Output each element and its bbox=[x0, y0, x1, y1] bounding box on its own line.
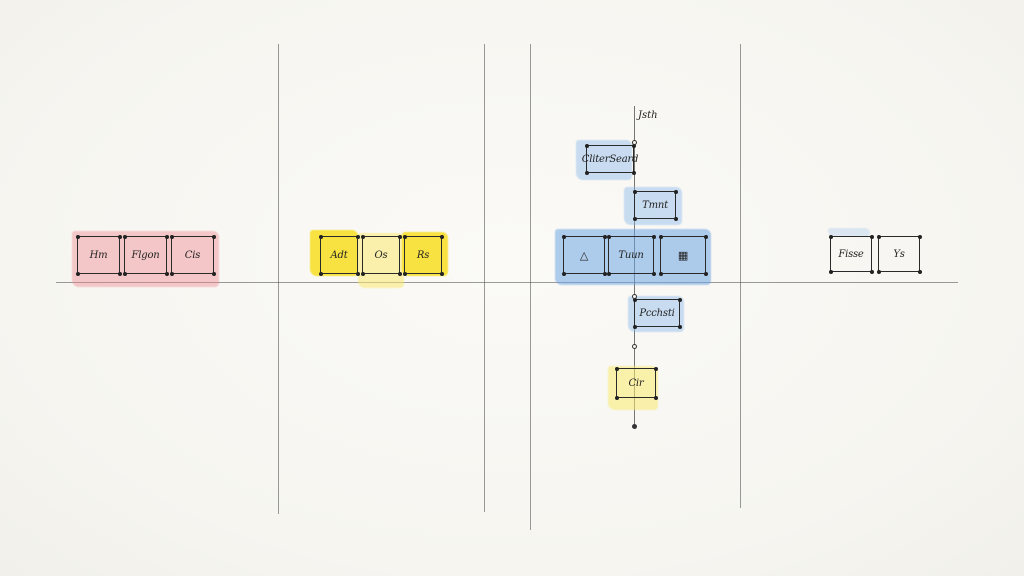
yellow-box-2-label: Os bbox=[374, 249, 388, 261]
blue-box-middle-label: Tuun bbox=[618, 249, 644, 261]
timeline-label: Jsth bbox=[638, 110, 658, 121]
blue-box-top-1[interactable]: CliterSeard bbox=[582, 143, 638, 175]
column-divider-1 bbox=[278, 44, 279, 514]
yellow-box-3-label: Rs bbox=[416, 249, 430, 261]
timeline-yellow-box-label: Cir bbox=[628, 377, 644, 389]
pink-wash bbox=[72, 231, 219, 287]
blue-box-below[interactable]: Pcchsti bbox=[632, 297, 682, 329]
blue-box-icon-right[interactable]: ▦ bbox=[658, 234, 708, 276]
blue-box-icon-left[interactable]: △ bbox=[561, 234, 607, 276]
blue-box-top-1-label: CliterSeard bbox=[581, 153, 639, 165]
right-box-1-label: Fisse bbox=[838, 248, 864, 260]
warning-triangle-icon: △ bbox=[579, 248, 589, 262]
yellow-box-3[interactable]: Rs bbox=[402, 234, 444, 276]
blue-wash-row bbox=[555, 229, 711, 285]
pink-box-2[interactable]: Flgon bbox=[122, 234, 169, 276]
column-divider-4 bbox=[740, 44, 741, 508]
right-box-2[interactable]: Ys bbox=[876, 234, 922, 274]
blue-box-below-label: Pcchsti bbox=[639, 307, 675, 319]
yellow-box-1-label: Adt bbox=[330, 249, 348, 261]
yellow-wash-mid bbox=[358, 233, 404, 288]
yellow-box-1[interactable]: Adt bbox=[318, 234, 360, 276]
window-icon: ▦ bbox=[677, 248, 689, 262]
blue-box-middle[interactable]: Tuun bbox=[606, 234, 656, 276]
timeline-node bbox=[632, 424, 637, 429]
pink-box-1[interactable]: Hm bbox=[75, 234, 122, 276]
right-wash bbox=[828, 228, 870, 236]
timeline-node bbox=[632, 294, 637, 299]
pink-box-3[interactable]: Cis bbox=[169, 234, 216, 276]
blue-box-top-2-label: Tmnt bbox=[642, 199, 668, 211]
yellow-wash-left bbox=[310, 230, 358, 276]
right-box-1[interactable]: Fisse bbox=[828, 234, 874, 274]
right-box-2-label: Ys bbox=[893, 248, 905, 260]
column-divider-3 bbox=[530, 44, 531, 530]
blue-box-top-2[interactable]: Tmnt bbox=[632, 189, 678, 221]
baseline-axis bbox=[56, 282, 958, 283]
pink-box-2-label: Flgon bbox=[131, 249, 160, 261]
timeline-node bbox=[632, 344, 637, 349]
pink-box-1-label: Hm bbox=[89, 249, 108, 261]
yellow-box-2[interactable]: Os bbox=[360, 234, 402, 276]
pink-box-3-label: Cis bbox=[184, 249, 201, 261]
column-divider-2 bbox=[484, 44, 485, 512]
timeline-yellow-box[interactable]: Cir bbox=[614, 366, 658, 400]
timeline-node bbox=[632, 140, 637, 145]
yellow-wash-right bbox=[402, 232, 448, 276]
